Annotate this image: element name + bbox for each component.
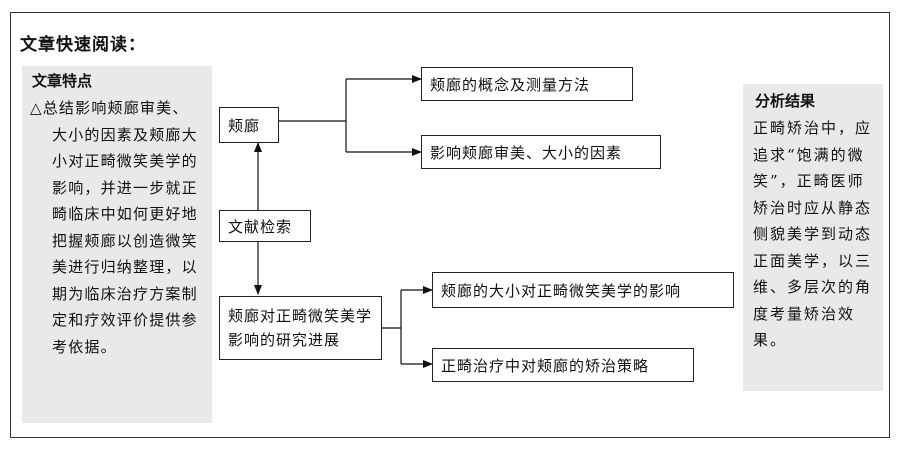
topic-b-box: 颊廊对正畸微笑美学影响的研究进展 [219,296,382,360]
topic-a-box: 颊廊 [219,107,279,143]
article-features-text: △总结影响颊廊审美、大小的因素及颊廊大小对正畸微笑美学的影响，并进一步就正畸临床… [30,99,198,356]
article-features-panel: 文章特点 △总结影响颊廊审美、大小的因素及颊廊大小对正畸微笑美学的影响，并进一步… [22,66,212,423]
analysis-results-text: 正畸矫治中，应追求“饱满的微笑”，正畸医师矫治时应从静态侧貌美学到动态正面美学，… [753,119,873,349]
topic-b-item-2-box: 正畸治疗中对颊廊的矫治策略 [432,348,694,382]
diagram-heading: 文章快速阅读： [20,35,146,55]
article-features-title: 文章特点 [32,72,93,90]
topic-a-item-2-box: 影响颊廊审美、大小的因素 [421,135,661,169]
analysis-results-panel: 分析结果 正畸矫治中，应追求“饱满的微笑”，正畸医师矫治时应从静态侧貌美学到动态… [743,84,883,391]
analysis-results-title: 分析结果 [755,92,816,110]
topic-a-item-1-box: 颊廊的概念及测量方法 [421,67,633,101]
literature-search-box: 文献检索 [219,210,311,242]
figure-frame [10,12,890,438]
topic-b-item-1-box: 颊廊的大小对正畸微笑美学的影响 [432,272,734,308]
